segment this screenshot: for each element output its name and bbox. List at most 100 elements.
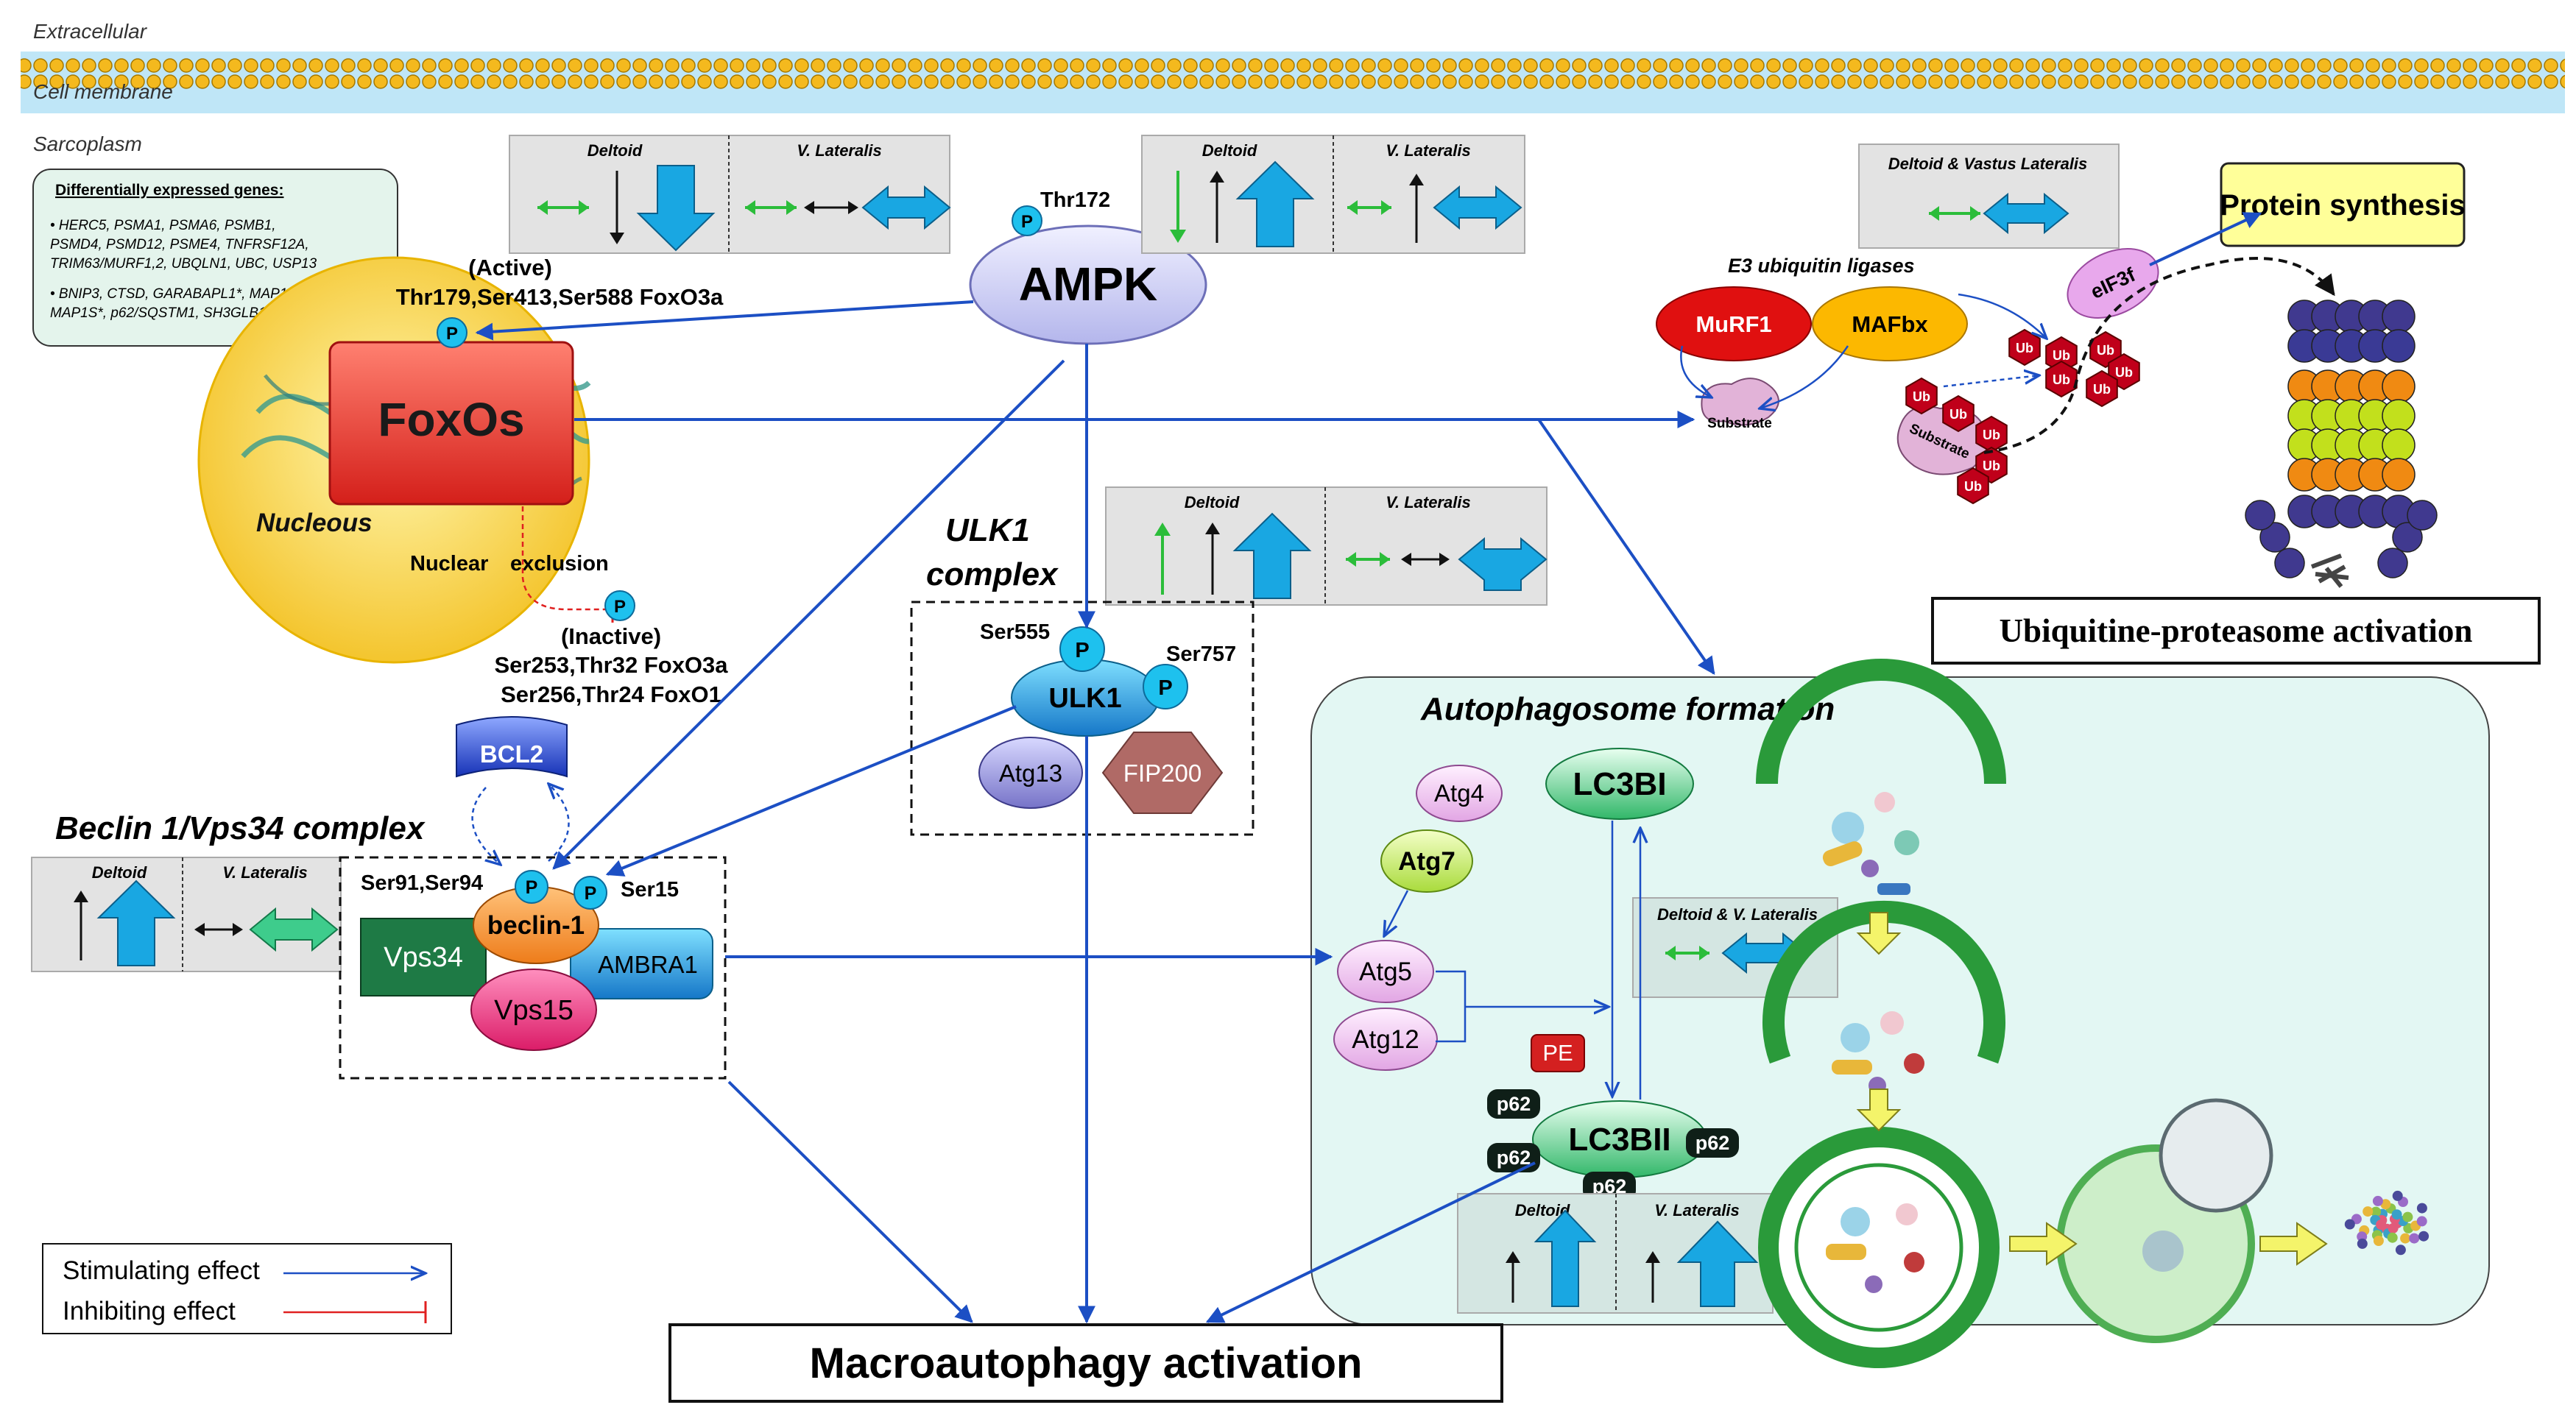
p62-badges: p62 p62 p62 p62: [1487, 1089, 1739, 1201]
beclin-phospho-2: [574, 876, 607, 910]
pe-label: PE: [1542, 1040, 1573, 1066]
beclin-site-left: Ser91,Ser94: [361, 871, 483, 895]
beclin-complex-box: [339, 856, 727, 1080]
ub-label: Ub: [2115, 365, 2133, 380]
exclusion-label: exclusion: [510, 552, 609, 576]
atg13-label: Atg13: [999, 760, 1062, 787]
degradation-product: [2387, 1232, 2398, 1243]
autophagy-thin-arrows: [1384, 293, 2047, 1100]
ser757-label: Ser757: [1166, 642, 1236, 666]
autophagosome: [1758, 1127, 2000, 1368]
vps15-label: Vps15: [494, 995, 574, 1026]
panel1-vl: V. Lateralis: [797, 141, 881, 160]
panel4-deltoid: Deltoid: [1185, 493, 1240, 511]
mafbx-node: [1812, 286, 1968, 361]
panel5-deltoid: Deltoid: [92, 863, 147, 882]
proteasome-subunit: [2259, 522, 2290, 553]
arrow-eif3f-protein-synthesis: [2149, 212, 2262, 266]
active-label: (Active): [468, 255, 552, 280]
beclin1-label: beclin-1: [487, 911, 585, 940]
atg7-label: Atg7: [1398, 847, 1455, 876]
ub-hexagon: [1957, 467, 1989, 505]
panel2-vl: V. Lateralis: [1386, 141, 1470, 160]
ampk-right-expression-panel: Deltoid V. Lateralis: [1141, 135, 1525, 254]
beclin-phospho-1-label: P: [526, 877, 538, 898]
inactive-phospho-label: P: [614, 597, 626, 617]
deg-line-3: TRIM63/MURF1,2, UBQLN1, UBC, USP13: [50, 256, 317, 272]
legend-inhib-label: Inhibiting effect: [63, 1297, 236, 1325]
panel1-deltoid: Deltoid: [587, 141, 643, 160]
lc3bii-label: LC3BII: [1568, 1122, 1670, 1158]
mafbx-label: MAFbx: [1852, 311, 1928, 337]
ulk1-label: ULK1: [1048, 683, 1121, 714]
bcl2-label: BCL2: [480, 740, 543, 768]
ulk1-phospho-555-label: P: [1075, 639, 1089, 662]
ub-hexagon: [2089, 330, 2122, 369]
vps15-node: [470, 969, 597, 1051]
ups-activation-box: [1931, 597, 2541, 665]
deg-line-1: • HERC5, PSMA1, PSMA6, PSMB1,: [50, 218, 276, 233]
phagophore-2: [1762, 900, 2005, 1094]
proteasome-subunit: [2382, 300, 2416, 333]
foxo-phospho-badge: [437, 317, 467, 348]
degradation-product: [2373, 1236, 2384, 1246]
bcl2-bind-loop-left: [471, 787, 501, 865]
nucleus-label: Nucleous: [256, 509, 373, 537]
ub-hexagon: [2045, 360, 2078, 398]
extracellular-label: Extracellular: [33, 20, 148, 43]
panel7-vl: V. Lateralis: [1654, 1201, 1739, 1219]
arrow-ulk1-beclin: [605, 705, 1017, 877]
foxo-phospho-label: P: [446, 324, 458, 344]
proteasome: [2245, 300, 2438, 588]
arrow-foxo-autophagosome: [1537, 418, 1715, 675]
ulk1-expression-panel: Deltoid V. Lateralis: [1105, 486, 1548, 606]
ub-label: Ub: [2053, 348, 2070, 363]
ulk1-complex-title-2: complex: [926, 556, 1059, 592]
ub-label: Ub: [2093, 382, 2111, 397]
pathway-arrows: [475, 212, 2262, 1324]
p62-badge: [1686, 1128, 1739, 1158]
atg13-node: [978, 737, 1083, 809]
arrow-lc3bii-macro: [1205, 1161, 1536, 1323]
substrate-1-label: Substrate: [1707, 416, 1772, 431]
proteasome-subunit: [2382, 369, 2416, 403]
panel3-label: Deltoid & Vastus Lateralis: [1888, 155, 2088, 173]
ub-label: Ub: [1949, 407, 1967, 422]
bcl2-node: [456, 716, 568, 778]
murf1-node: [1656, 286, 1812, 361]
vps34-label: Vps34: [384, 942, 463, 973]
ups-activation-label: Ubiquitine-proteasome activation: [2000, 612, 2473, 649]
autophagy-expression-panel-mid: Deltoid & V. Lateralis: [1632, 897, 1838, 998]
degradation-product: [2409, 1233, 2420, 1244]
p62-badge: [1487, 1089, 1540, 1119]
proteasome-subunit: [2382, 458, 2416, 492]
degradation-product: [2402, 1211, 2413, 1222]
degradation-product: [2400, 1233, 2411, 1244]
ups-expression-panel: Deltoid & Vastus Lateralis: [1858, 144, 2120, 249]
ub-label: Ub: [1983, 428, 2000, 442]
beclin-complex-title: Beclin 1/Vps34 complex: [55, 810, 426, 846]
pe-node: [1531, 1034, 1585, 1072]
arrow-beclin-macro: [727, 1080, 973, 1323]
atg4-label: Atg4: [1434, 779, 1484, 807]
proteasome-subunit: [2382, 329, 2416, 363]
ulk1-phospho-757: [1143, 664, 1188, 709]
arrow-ampk-beclin: [552, 359, 1065, 870]
ub-hexagon: [2086, 369, 2118, 408]
proteasome-subunit: [2377, 548, 2408, 578]
foxos-label: FoxOs: [378, 393, 524, 446]
degradation-product: [2371, 1206, 2382, 1217]
degradation-product: [2362, 1206, 2374, 1217]
e3-title: E3 ubiquitin ligases: [1728, 255, 1915, 277]
murf1-label: MuRF1: [1695, 311, 1771, 337]
cell-membrane-label: Cell membrane: [33, 80, 173, 103]
ampk-label: AMPK: [1019, 258, 1157, 311]
ulk1-complex-title-1: ULK1: [945, 512, 1030, 548]
ambra1-node: [570, 928, 713, 999]
protein-synthesis-box: [2220, 162, 2466, 247]
degradation-product: [2418, 1231, 2429, 1242]
macro-label: Macroautophagy activation: [810, 1339, 1363, 1387]
lc3bi-label: LC3BI: [1573, 766, 1666, 802]
atg4-node: [1416, 765, 1503, 822]
ulk1-complex-box: [910, 601, 1255, 836]
